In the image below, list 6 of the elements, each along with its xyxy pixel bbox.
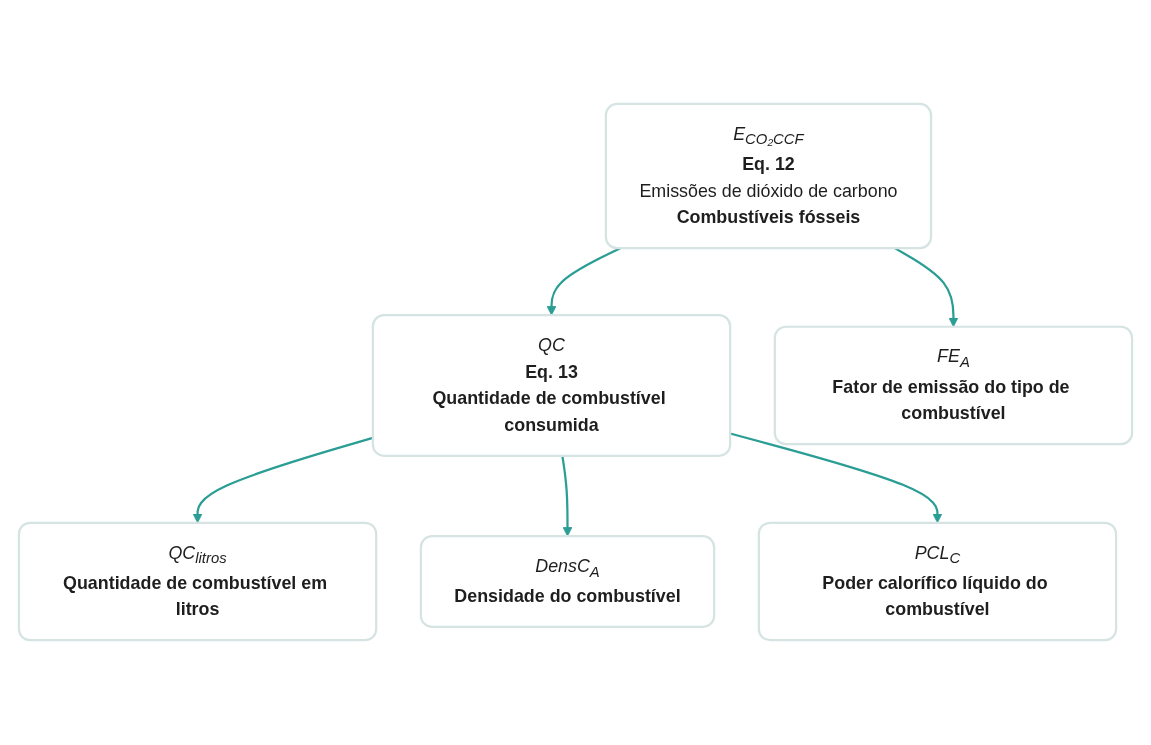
node-box: QC$_{litros}$ Quantidade de combustível em litros bbox=[17, 522, 378, 642]
node-box: DensC$_{A}$ Densidade do combustível bbox=[419, 535, 716, 629]
node-box: E$_{CO₂CCF}$ Eq. 12 Emissões de dióxido de carbono Combustíveis fósseis bbox=[604, 103, 933, 250]
node-box: FE$_{A}$ Fator de emissão do tipo de combustível bbox=[773, 326, 1134, 446]
node-box: QC Eq. 13 Quantidade de combustível consumida bbox=[371, 314, 732, 458]
node-box: PCL$_{C}$ Poder calorífico líquido do combustível bbox=[757, 522, 1118, 642]
